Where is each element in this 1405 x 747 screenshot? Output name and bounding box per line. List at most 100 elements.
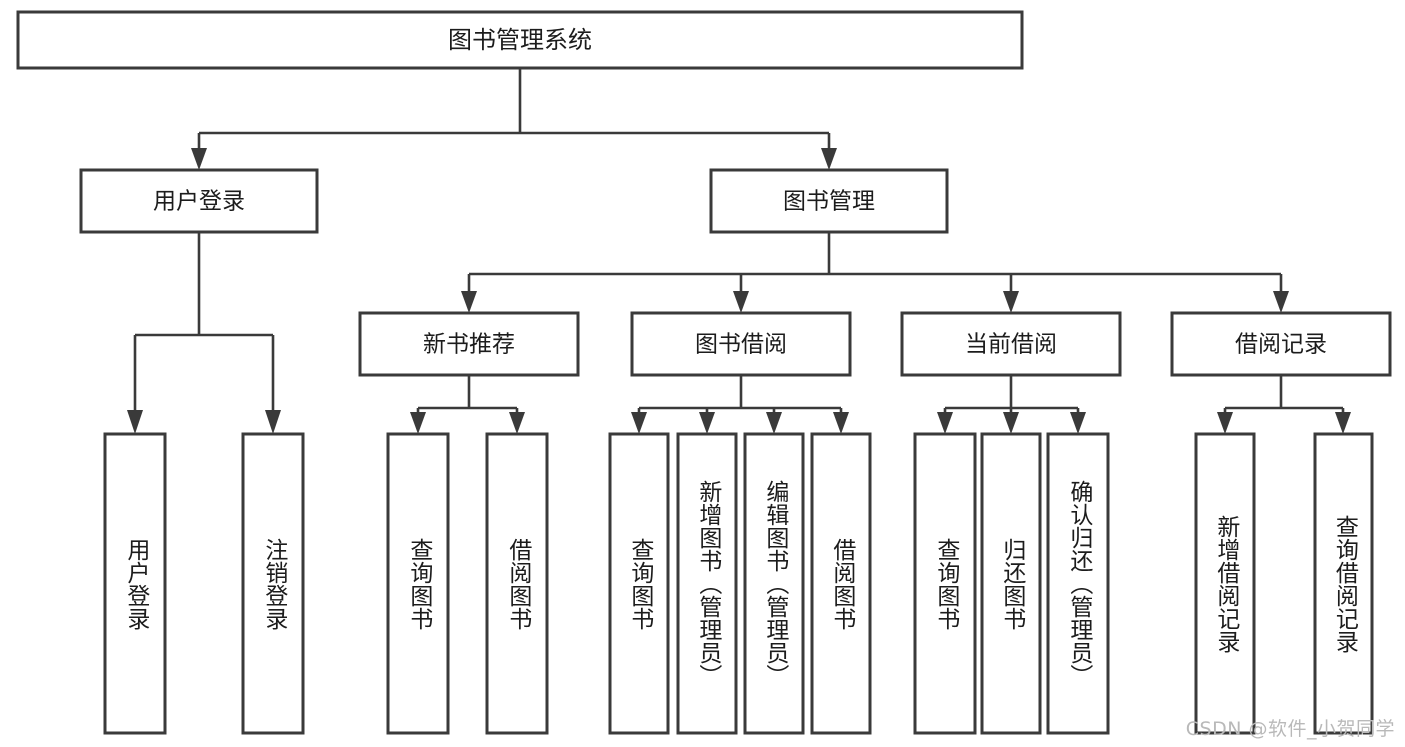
- node-new-book-recommend-box: [358, 311, 580, 377]
- leaf-cb-confirm-return-label-wrap: 确认归还（管理员）: [1065, 480, 1092, 687]
- leaf-user-login[interactable]: 用户登录: [103, 432, 167, 735]
- leaf-bb-borrow-book-label-wrap: 借阅图书: [828, 537, 855, 630]
- leaf-bb-edit-book[interactable]: 编辑图书（管理员）: [743, 432, 805, 735]
- leaf-bb-borrow-book-box: [810, 432, 872, 735]
- leaf-br-query-record-label-wrap: 查询借阅记录: [1331, 514, 1358, 653]
- arrowhead-cb-confirm-return: [1070, 412, 1086, 434]
- arrowhead-bb-query-book: [631, 412, 647, 434]
- leaf-br-add-record-label: 新增借阅记录: [1212, 514, 1239, 653]
- leaf-cb-confirm-return-label: 确认归还（管理员）: [1065, 480, 1092, 687]
- leaf-br-query-record[interactable]: 查询借阅记录: [1313, 432, 1374, 735]
- arrowhead-cb-return-book: [1003, 412, 1019, 434]
- leaf-cb-confirm-return[interactable]: 确认归还（管理员）: [1046, 432, 1110, 735]
- arrowhead-book-borrow: [733, 291, 749, 313]
- node-book-borrow-label: 图书借阅: [695, 332, 787, 358]
- leaf-newbook-query-book[interactable]: 查询图书: [386, 432, 450, 735]
- leaf-cb-query-book-label: 查询图书: [932, 537, 959, 630]
- arrowhead-newbook-borrow-book: [509, 412, 525, 434]
- node-new-book-recommend[interactable]: 新书推荐: [358, 311, 580, 377]
- leaf-cb-confirm-return-box: [1046, 432, 1110, 735]
- leaf-br-query-record-label: 查询借阅记录: [1331, 514, 1358, 653]
- leaf-user-login-label: 用户登录: [122, 537, 149, 630]
- leaf-newbook-borrow-book-label: 借阅图书: [504, 537, 531, 630]
- node-user-login-box: [79, 168, 319, 234]
- leaf-bb-edit-book-label: 编辑图书（管理员）: [761, 480, 788, 687]
- leaf-cb-return-book[interactable]: 归还图书: [980, 432, 1042, 735]
- node-borrow-record-box: [1170, 311, 1392, 377]
- leaf-newbook-query-book-label: 查询图书: [405, 537, 432, 630]
- arrowhead-leaf-logout: [265, 410, 281, 434]
- connector-borrowrecord-to-leaves: [1217, 375, 1351, 434]
- connector-currentborrow-to-leaves: [937, 375, 1086, 434]
- leaf-bb-borrow-book-label: 借阅图书: [828, 537, 855, 630]
- leaf-cb-query-book[interactable]: 查询图书: [913, 432, 977, 735]
- node-root-system[interactable]: 图书管理系统: [16, 10, 1024, 70]
- node-current-borrow-label: 当前借阅: [965, 332, 1057, 358]
- leaf-newbook-borrow-book-box: [485, 432, 549, 735]
- arrowhead-cb-query-book: [937, 412, 953, 434]
- arrowhead-bb-add-book: [699, 412, 715, 434]
- leaf-bb-query-book-label-wrap: 查询图书: [626, 537, 653, 630]
- node-book-management-box: [709, 168, 949, 234]
- leaf-logout-label: 注销登录: [260, 537, 287, 630]
- leaf-newbook-borrow-book-label-wrap: 借阅图书: [504, 537, 531, 630]
- leaf-bb-query-book-box: [608, 432, 670, 735]
- node-book-management[interactable]: 图书管理: [709, 168, 949, 234]
- leaf-cb-query-book-label-wrap: 查询图书: [932, 537, 959, 630]
- node-book-borrow-box: [630, 311, 852, 377]
- arrowhead-bb-borrow-book: [833, 412, 849, 434]
- leaf-user-login-label-wrap: 用户登录: [122, 537, 149, 630]
- leaf-cb-query-book-box: [913, 432, 977, 735]
- leaf-bb-borrow-book[interactable]: 借阅图书: [810, 432, 872, 735]
- leaf-newbook-borrow-book[interactable]: 借阅图书: [485, 432, 549, 735]
- node-book-borrow[interactable]: 图书借阅: [630, 311, 852, 377]
- node-root-system-box: [16, 10, 1024, 70]
- arrowhead-book-mgmt: [821, 148, 837, 170]
- connector-bookborrow-to-leaves: [631, 375, 849, 434]
- leaf-bb-add-book[interactable]: 新增图书（管理员）: [676, 432, 738, 735]
- leaf-bb-add-book-box: [676, 432, 738, 735]
- node-user-login[interactable]: 用户登录: [79, 168, 319, 234]
- node-new-book-recommend-label: 新书推荐: [423, 332, 515, 358]
- leaf-logout-box: [241, 432, 305, 735]
- connector-userlogin-to-leaves: [127, 232, 281, 434]
- connector-newbook-to-leaves: [410, 375, 525, 434]
- leaf-br-add-record[interactable]: 新增借阅记录: [1194, 432, 1256, 735]
- leaf-cb-return-book-label-wrap: 归还图书: [998, 537, 1025, 630]
- leaf-logout-label-wrap: 注销登录: [260, 537, 287, 630]
- arrowhead-user-login: [191, 148, 207, 170]
- arrowhead-br-add-record: [1217, 412, 1233, 434]
- leaf-bb-edit-book-label-wrap: 编辑图书（管理员）: [761, 480, 788, 687]
- arrowhead-borrow-record: [1273, 291, 1289, 313]
- connector-bookmgmt-to-level3: [461, 232, 1289, 313]
- leaf-bb-query-book[interactable]: 查询图书: [608, 432, 670, 735]
- leaf-bb-add-book-label: 新增图书（管理员）: [694, 480, 721, 687]
- arrowhead-bb-edit-book: [766, 412, 782, 434]
- leaf-cb-return-book-box: [980, 432, 1042, 735]
- leaf-cb-return-book-label: 归还图书: [998, 537, 1025, 630]
- arrowhead-new-book-rec: [461, 291, 477, 313]
- arrowhead-current-borrow: [1003, 291, 1019, 313]
- leaf-br-add-record-box: [1194, 432, 1256, 735]
- leaf-user-login-box: [103, 432, 167, 735]
- node-current-borrow[interactable]: 当前借阅: [900, 311, 1122, 377]
- leaf-br-add-record-label-wrap: 新增借阅记录: [1212, 514, 1239, 653]
- leaf-newbook-query-book-box: [386, 432, 450, 735]
- leaf-newbook-query-book-label-wrap: 查询图书: [405, 537, 432, 630]
- node-root-system-label: 图书管理系统: [448, 26, 592, 54]
- leaf-logout[interactable]: 注销登录: [241, 432, 305, 735]
- node-current-borrow-box: [900, 311, 1122, 377]
- connector-root-to-level2: [191, 68, 837, 170]
- leaf-br-query-record-box: [1313, 432, 1374, 735]
- arrowhead-leaf-user-login: [127, 410, 143, 434]
- leaf-bb-query-book-label: 查询图书: [626, 537, 653, 630]
- node-borrow-record-label: 借阅记录: [1235, 332, 1327, 358]
- arrowhead-newbook-query-book: [410, 412, 426, 434]
- arrowhead-br-query-record: [1335, 412, 1351, 434]
- leaf-bb-add-book-label-wrap: 新增图书（管理员）: [694, 480, 721, 687]
- node-user-login-label: 用户登录: [153, 189, 245, 215]
- node-book-management-label: 图书管理: [783, 189, 875, 215]
- node-borrow-record[interactable]: 借阅记录: [1170, 311, 1392, 377]
